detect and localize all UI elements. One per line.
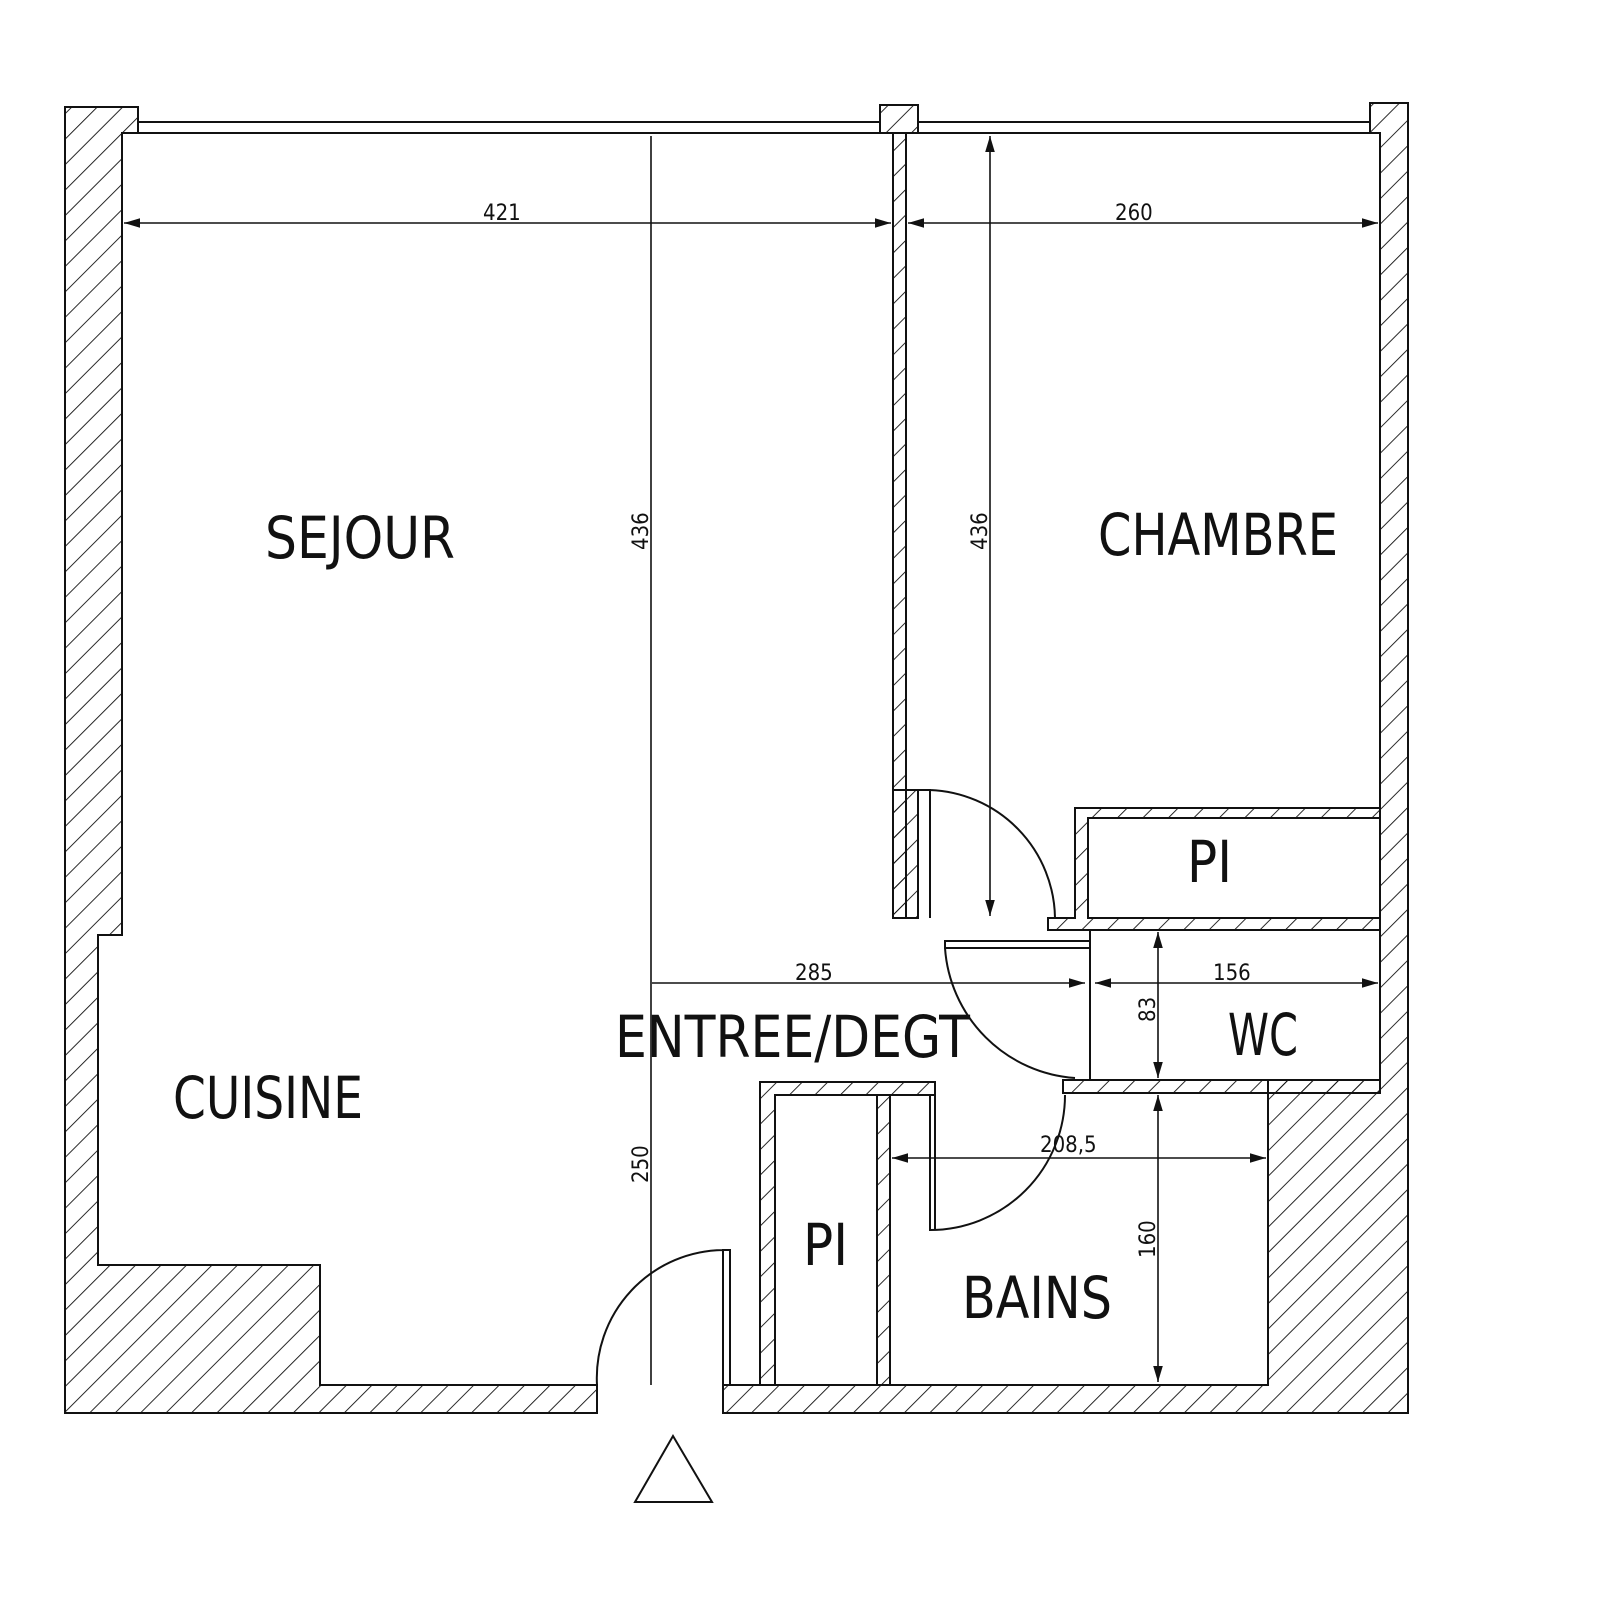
dim-entree-depth: 250 <box>629 1145 654 1183</box>
entrance-arrow-icon <box>633 1434 714 1503</box>
window-sejour <box>137 121 881 134</box>
dim-sejour-width: 421 <box>483 201 521 226</box>
wc-outline <box>1089 929 1381 1081</box>
room-label-chambre: CHAMBRE <box>1098 501 1338 569</box>
door-entrance <box>595 1249 731 1386</box>
door-chambre <box>917 789 1056 919</box>
wall-wc-bains <box>1062 1079 1381 1094</box>
dim-wc-width: 156 <box>1213 961 1251 986</box>
wall-right <box>722 102 1409 1414</box>
room-label-cuisine: CUISINE <box>173 1064 363 1132</box>
room-label-placard-entree: PI <box>803 1211 848 1279</box>
room-label-wc: WC <box>1228 1001 1298 1069</box>
dim-chambre-width: 260 <box>1115 201 1153 226</box>
wall-pillar-middle <box>879 104 919 134</box>
door-bains <box>929 1094 1066 1231</box>
room-label-bains: BAINS <box>962 1264 1112 1332</box>
wall-closet-chambre <box>1047 807 1381 931</box>
dim-chambre-depth: 436 <box>968 512 993 550</box>
wall-left <box>64 106 598 1414</box>
room-label-placard-chambre: PI <box>1187 828 1232 896</box>
room-label-entree: ENTREE/DEGT <box>615 1003 971 1071</box>
window-chambre <box>917 121 1371 134</box>
dimension-lines <box>124 136 1378 1385</box>
dim-wc-depth: 83 <box>1136 997 1161 1022</box>
dim-bains-depth: 160 <box>1136 1220 1161 1258</box>
dim-entree-width: 285 <box>795 961 833 986</box>
wall-closet-entree <box>759 1081 936 1386</box>
dim-sejour-depth: 436 <box>629 512 654 550</box>
wall-partition-low <box>892 789 919 919</box>
wall-closet-bains <box>876 1094 891 1386</box>
door-wc <box>944 940 1090 1079</box>
dim-bains-width: 208,5 <box>1040 1133 1097 1158</box>
room-label-sejour: SEJOUR <box>265 504 455 572</box>
